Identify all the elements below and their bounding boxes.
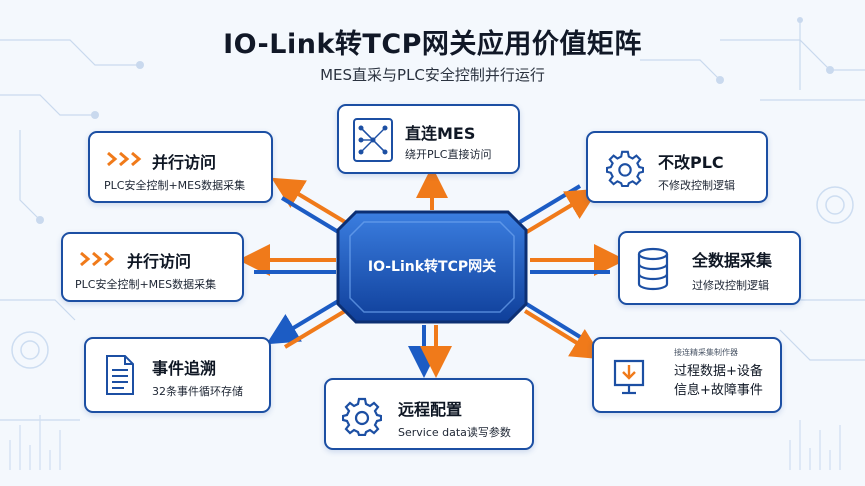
card-desc: 绕开PLC直接访问 [405,148,492,161]
card-desc: 过修改控制逻辑 [692,279,769,292]
gateway-hub-label: IO-Link转TCP网关 [367,259,497,275]
arrow-ur-orange [523,188,599,235]
card-no-plc-change[interactable]: 不改PLC 不修改控制逻辑 [586,131,768,203]
arrow-ul-blue [280,196,342,235]
card-event-trace[interactable]: 事件追溯 32条事件循环存储 [84,337,271,413]
card-tiny-label: 接连精采集制作器 [674,348,738,357]
card-title: 不改PLC [658,153,724,172]
card-remote-config[interactable]: 远程配置 Service data读写参数 [324,378,534,450]
card-desc: PLC安全控制+MES数据采集 [104,179,246,192]
gear-icon [606,150,644,187]
card-desc: 不修改控制逻辑 [658,179,735,192]
card-parallel-access-2[interactable]: 并行访问 PLC安全控制+MES数据采集 [61,232,244,302]
page-subtitle: MES直采与PLC安全控制并行运行 [320,66,545,84]
chevrons-icon [80,251,115,267]
card-direct-mes[interactable]: 直连MES 绕开PLC直接访问 [337,104,520,174]
card-title: 全数据采集 [692,251,773,270]
card-full-data-collection[interactable]: 全数据采集 过修改控制逻辑 [618,231,801,305]
card-line-1: 过程数据+设备 [674,364,763,379]
page-title: IO-Link转TCP网关应用价值矩阵 [223,29,642,60]
card-desc: Service data读写参数 [398,426,511,439]
arrow-ll-orange [283,309,347,349]
card-desc: PLC安全控制+MES数据采集 [75,278,217,291]
database-icon [637,247,669,291]
card-title: 并行访问 [152,153,217,172]
card-title: 并行访问 [127,252,192,271]
card-line-2: 信息+故障事件 [674,383,763,398]
download-monitor-icon [613,359,645,395]
network-icon [353,118,393,162]
card-title: 远程配置 [398,400,463,419]
arrow-ul-orange [271,177,347,224]
arrow-ll-blue [266,298,342,345]
card-title: 直连MES [405,124,476,143]
chevrons-icon [107,151,142,167]
card-title: 事件追溯 [152,359,217,378]
arrow-lr-orange [523,309,604,360]
card-process-data[interactable]: 接连精采集制作器 过程数据+设备 信息+故障事件 [592,337,782,413]
gear-icon [342,397,382,436]
document-icon [106,355,134,395]
card-desc: 32条事件循环存储 [152,385,243,398]
gateway-hub-shape [336,210,528,324]
card-parallel-access-1[interactable]: 并行访问 PLC安全控制+MES数据采集 [88,131,273,203]
